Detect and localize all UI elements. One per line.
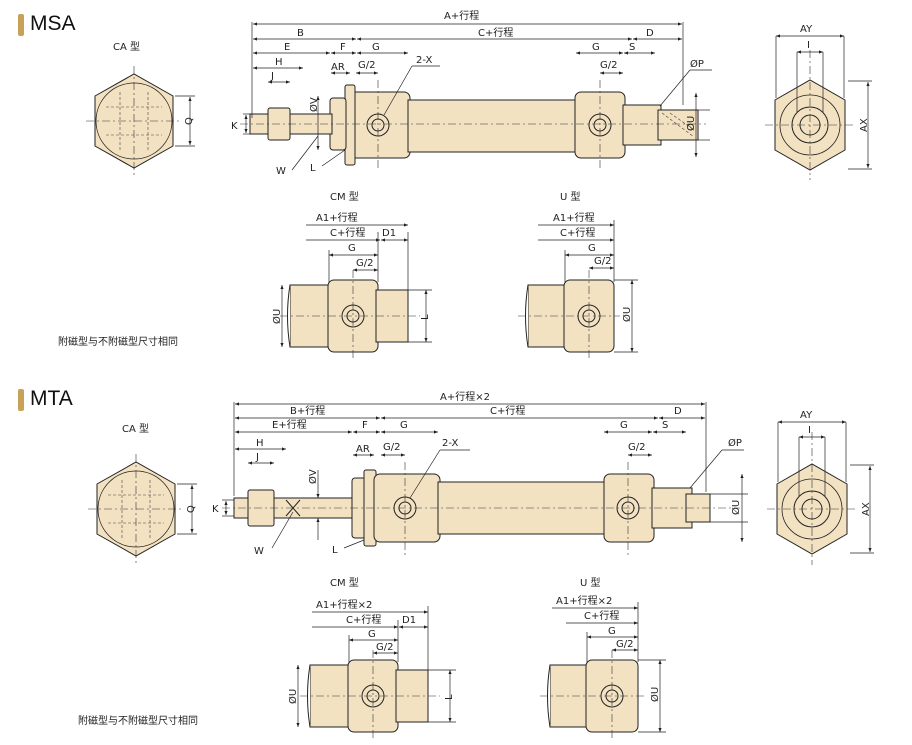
dim-x: 2-X: [416, 55, 432, 66]
dim-g: G: [620, 420, 628, 431]
dim-w: W: [276, 166, 286, 177]
dim-e: E+行程: [272, 418, 307, 431]
dim-c: C+行程: [346, 613, 381, 626]
dim-u: ØU: [271, 309, 283, 324]
dim-f: F: [362, 420, 368, 431]
dim-ax: AX: [859, 118, 870, 132]
dim-x: 2-X: [442, 438, 458, 449]
dim-label-q: Q: [184, 117, 195, 125]
dim-ax: AX: [861, 502, 872, 516]
dim-v: ØV: [308, 97, 320, 112]
dim-s: S: [662, 420, 668, 431]
dim-g2: G/2: [616, 639, 633, 650]
dim-u: ØU: [621, 307, 633, 322]
dim-d: D: [646, 28, 654, 39]
dim-s: S: [629, 42, 635, 53]
dim-g: G: [348, 243, 356, 254]
dim-l: L: [444, 694, 455, 700]
dim-j: J: [270, 71, 274, 82]
view-label-cm: CM 型: [330, 190, 359, 203]
dim-g2: G/2: [628, 442, 645, 453]
dim-p: ØP: [728, 437, 742, 449]
dim-f: F: [340, 42, 346, 53]
dim-ay: AY: [800, 24, 813, 35]
dim-a1: A1+行程×2: [316, 598, 372, 611]
mta-ca-view: CA 型 Q: [88, 422, 197, 564]
section-title: MSA: [30, 12, 76, 35]
dim-g2: G/2: [376, 642, 393, 653]
dim-i: I: [807, 40, 810, 51]
dim-ar: AR: [356, 444, 370, 455]
dim-g: G: [372, 42, 380, 53]
view-label-ca: CA 型: [113, 40, 140, 53]
dim-u: ØU: [730, 500, 742, 515]
view-label-u: U 型: [560, 190, 581, 203]
dim-g: G: [588, 243, 596, 254]
dim-ar: AR: [331, 62, 345, 73]
mta-u-view: U 型 A1+行程×2 C+行程 G G/2 ØU: [540, 576, 666, 740]
dim-c: C+行程: [490, 404, 525, 417]
dim-h: H: [275, 57, 283, 68]
msa-ca-view: CA 型 Q: [86, 40, 195, 176]
dim-l: L: [310, 163, 316, 174]
dim-l: L: [420, 314, 431, 320]
dim-c: C+行程: [330, 226, 365, 239]
dim-p: ØP: [690, 58, 704, 70]
dim-g: G: [368, 629, 376, 640]
dim-v: ØV: [307, 469, 319, 484]
dim-g2: G/2: [594, 256, 611, 267]
msa-cm-view: CM 型 A1+行程 C+行程 D1 G G/2 ØU L: [271, 190, 432, 360]
section-marker: [18, 14, 24, 36]
section-title: MTA: [30, 387, 73, 410]
dim-g2: G/2: [600, 60, 617, 71]
dim-c: C+行程: [560, 226, 595, 239]
msa-end-view: AY I AX: [765, 24, 872, 180]
dim-a: A+行程: [444, 9, 479, 22]
dim-g2: G/2: [358, 60, 375, 71]
dim-u: ØU: [685, 116, 697, 131]
view-label-cm: CM 型: [330, 576, 359, 589]
view-label-ca: CA 型: [122, 422, 149, 435]
dim-k: K: [231, 121, 238, 132]
dim-g: G: [608, 626, 616, 637]
dim-e: E: [284, 42, 290, 53]
dim-d1: D1: [382, 228, 396, 239]
dim-g: G: [400, 420, 408, 431]
dim-a1: A1+行程: [553, 211, 595, 224]
dim-l: L: [332, 545, 338, 556]
dim-a: A+行程×2: [440, 390, 490, 403]
rear-boss: [622, 104, 662, 146]
dim-g2: G/2: [356, 258, 373, 269]
dim-h: H: [256, 438, 264, 449]
dim-g: G: [592, 42, 600, 53]
dim-d1: D1: [402, 615, 416, 626]
msa-u-view: U 型 A1+行程 C+行程 G G/2 ØU: [518, 190, 638, 360]
dim-w: W: [254, 546, 264, 557]
dim-b: B+行程: [290, 404, 325, 417]
dim-u: ØU: [649, 687, 661, 702]
barrel: [407, 99, 579, 153]
dim-k: K: [212, 504, 219, 515]
dim-b: B: [297, 28, 304, 39]
section-marker: [18, 389, 24, 411]
dim-ay: AY: [800, 410, 813, 421]
dim-c: C+行程: [584, 609, 619, 622]
mta-end-view: AY I AX: [767, 410, 874, 565]
magnet-note: 附磁型与不附磁型尺寸相同: [58, 337, 178, 348]
dim-g2: G/2: [383, 442, 400, 453]
msa-side-view: A+行程 B C+行程 D E F G G S H J AR G/2 G/2 2…: [231, 9, 712, 177]
dim-u: ØU: [287, 689, 299, 704]
dim-c: C+行程: [478, 26, 513, 39]
view-label-u: U 型: [580, 576, 601, 589]
dim-i: I: [808, 425, 811, 436]
dim-label-q: Q: [186, 505, 197, 513]
dim-a1: A1+行程: [316, 211, 358, 224]
magnet-note: 附磁型与不附磁型尺寸相同: [78, 716, 198, 727]
dim-j: J: [255, 452, 259, 463]
mta-side-view: A+行程×2 B+行程 C+行程 D E+行程 F G G S H J AR G…: [212, 390, 748, 557]
dim-d: D: [674, 406, 682, 417]
mta-cm-view: CM 型 A1+行程×2 C+行程 D1 G G/2 ØU L: [287, 576, 456, 740]
dim-a1: A1+行程×2: [556, 594, 612, 607]
